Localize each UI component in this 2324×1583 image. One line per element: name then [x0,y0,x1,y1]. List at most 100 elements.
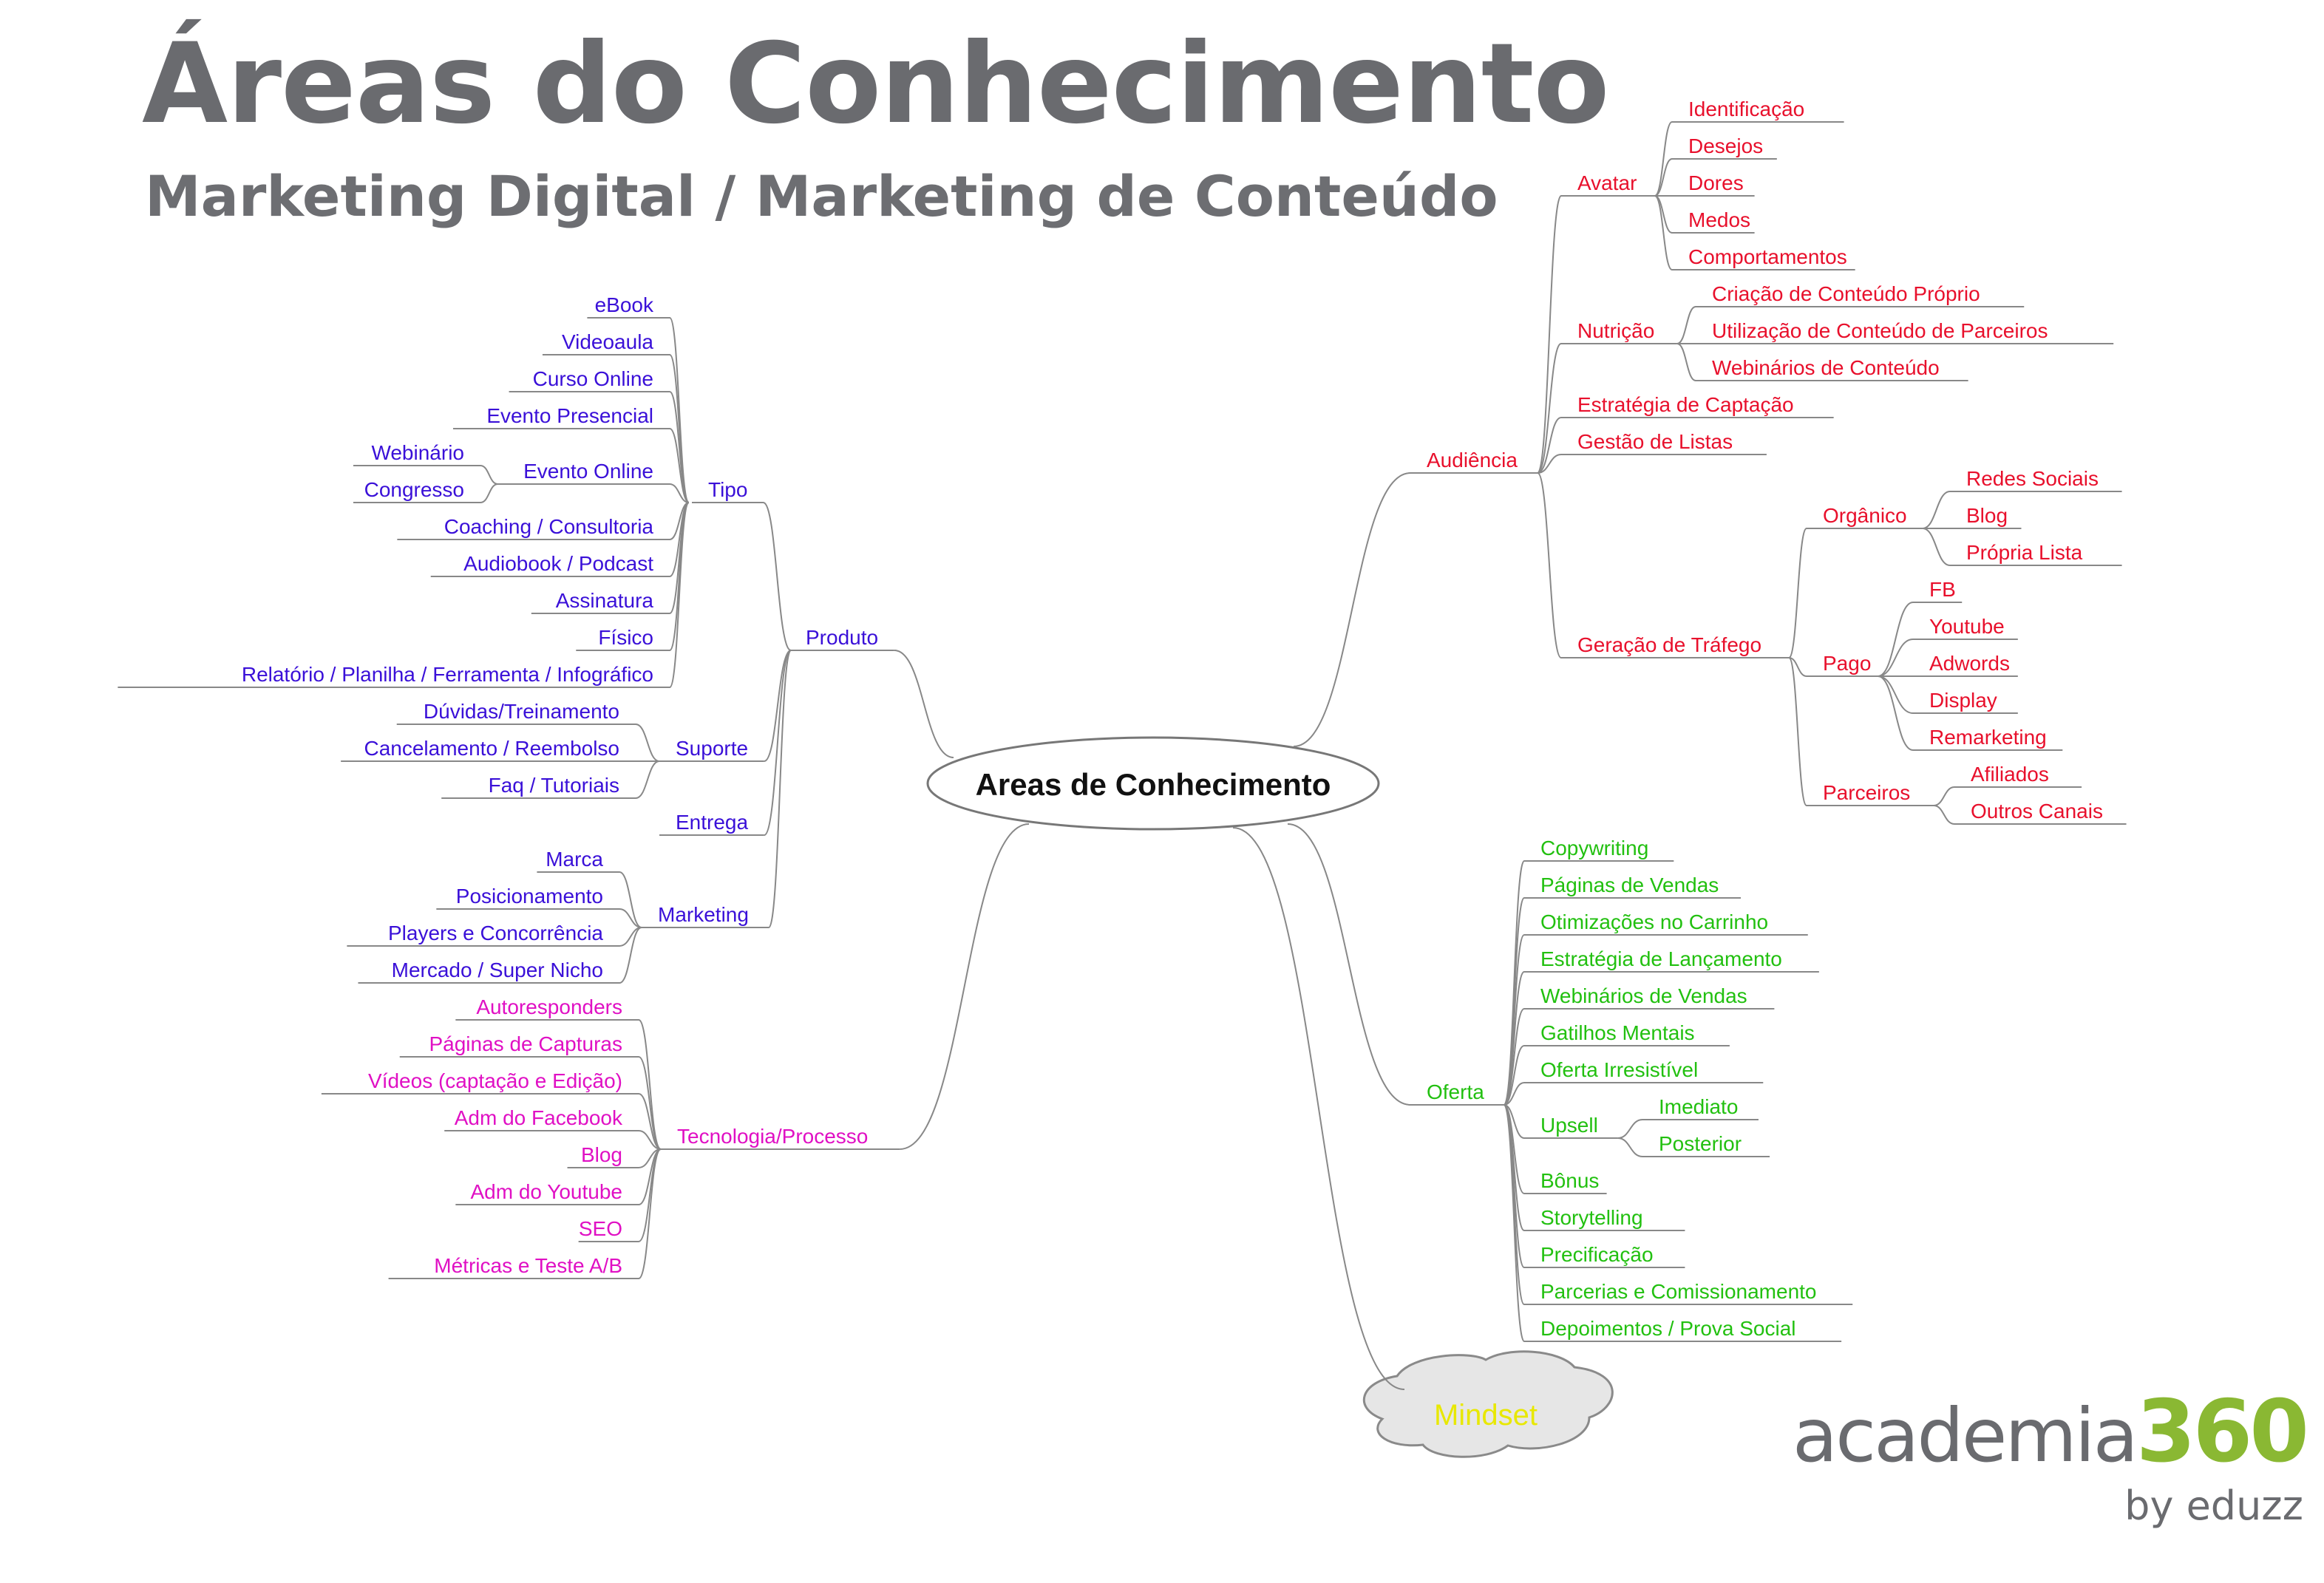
node-seo: SEO [579,1217,622,1240]
node-congresso: Congresso [364,478,464,501]
node-evento-presencial: Evento Presencial [486,404,653,427]
connector-center-tecnologia [900,823,1030,1150]
node-blog: Blog [581,1143,622,1166]
connector-line [1537,417,1562,474]
node-ebook: eBook [595,293,654,316]
node-marketing: Marketing [658,903,749,926]
node-geracao-de-trafego: Geração de Tráfego [1577,633,1761,656]
center-label: Areas de Conhecimento [976,767,1331,802]
node-entrega: Entrega [676,811,748,834]
node-storytelling: Storytelling [1540,1206,1643,1229]
connector-center-mindset [1232,827,1405,1390]
node-duvidas-treinamento: Dúvidas/Treinamento [424,700,619,723]
node-gestao-de-listas: Gestão de Listas [1577,430,1733,453]
node-coaching-consultoria: Coaching / Consultoria [444,515,654,538]
connector-line [619,927,642,984]
logo-word: academia [1792,1392,2138,1479]
node-paginas-de-vendas: Páginas de Vendas [1540,874,1719,896]
node-webinarios-de-conteudo: Webinários de Conteúdo [1712,356,1940,379]
connector-line [1654,158,1673,197]
page-title: Áreas do Conhecimento [142,20,1610,149]
connector-line [1504,1082,1525,1106]
node-suporte: Suporte [676,737,748,760]
node-paginas-de-capturas: Páginas de Capturas [429,1032,622,1055]
node-curso-online: Curso Online [533,367,653,390]
node-mercado-super-nicho: Mercado / Super Nicho [392,959,603,981]
connector-line [1676,343,1696,381]
node-otimizacoes-no-carrinho: Otimizações no Carrinho [1540,910,1768,933]
node-estrategia-de-lancamento: Estratégia de Lançamento [1540,947,1782,970]
node-propria-lista: Própria Lista [1966,541,2083,564]
node-posterior: Posterior [1659,1132,1742,1155]
connector-line [480,465,498,485]
node-adwords: Adwords [1929,652,2010,675]
node-players-e-concorrencia: Players e Concorrência [388,922,603,944]
connector-line [638,1130,662,1150]
connector-line [1537,454,1562,474]
node-youtube: Youtube [1929,615,2005,638]
connector-line [619,871,642,928]
connector-line [1617,1137,1643,1157]
node-criacao-de-conteudo-proprio: Criação de Conteúdo Próprio [1712,282,1980,305]
node-oferta: Oferta [1427,1080,1484,1103]
connector-line [1503,860,1525,1106]
connector-line [638,1093,662,1150]
node-metricas-e-teste-a-b: Métricas e Teste A/B [434,1254,622,1277]
node-assinatura: Assinatura [556,589,654,612]
connector-line [768,650,792,928]
connector-line [669,502,690,688]
node-pago: Pago [1823,652,1871,675]
node-marca: Marca [546,848,603,871]
node-tecnologia-processo: Tecnologia/Processo [677,1125,868,1148]
connector-center-oferta [1287,823,1411,1106]
connector-line [1537,343,1562,474]
node-relatorio-planilha-ferramenta-infografico: Relatório / Planilha / Ferramenta / Info… [242,663,653,686]
node-audiobook-podcast: Audiobook / Podcast [463,552,653,575]
node-webinario: Webinário [371,441,464,464]
connector-line [1504,1008,1525,1106]
connector-line [1676,306,1696,344]
connector-line [480,483,498,503]
connector-line [635,760,660,799]
node-display: Display [1929,689,1997,712]
node-blog: Blog [1966,504,2008,527]
connector-line [1504,1045,1525,1106]
connector-line [1788,657,1807,806]
node-gatilhos-mentais: Gatilhos Mentais [1540,1021,1695,1044]
node-outros-canais: Outros Canais [1971,800,2103,823]
connector-line [669,483,690,503]
node-autoresponders: Autoresponders [476,995,622,1018]
node-avatar: Avatar [1577,171,1637,194]
connector-line [635,724,660,762]
connector-line [1654,121,1673,197]
node-desejos: Desejos [1688,135,1763,157]
connector-line [669,502,690,651]
node-webinarios-de-vendas: Webinários de Vendas [1540,984,1747,1007]
connector-line [1933,805,1955,825]
node-videos-captacao-e-edicao: Vídeos (captação e Edição) [368,1069,622,1092]
node-tipo: Tipo [708,478,747,501]
node-fb: FB [1929,578,1956,601]
connector-line [764,650,792,762]
node-remarketing: Remarketing [1929,726,2047,749]
node-upsell: Upsell [1540,1114,1598,1137]
node-identificacao: Identificação [1688,98,1804,120]
center-node [926,736,1380,831]
connector-line [1788,528,1807,658]
connector-line [1933,786,1955,806]
connector-line [1922,491,1951,529]
node-imediato: Imediato [1659,1095,1738,1118]
connector-line [1878,675,1914,751]
connector-line [1922,528,1951,566]
node-adm-do-youtube: Adm do Youtube [470,1180,622,1203]
connector-line [669,317,690,503]
logo-number: 360 [2136,1382,2309,1482]
connector-line [1503,1104,1525,1305]
connector-line [1537,472,1562,658]
connector-center-audiencia [1293,472,1411,747]
node-videoaula: Videoaula [562,330,653,353]
connector-line [1788,657,1807,677]
node-cancelamento-reembolso: Cancelamento / Reembolso [364,737,619,760]
connector-line [619,908,642,928]
